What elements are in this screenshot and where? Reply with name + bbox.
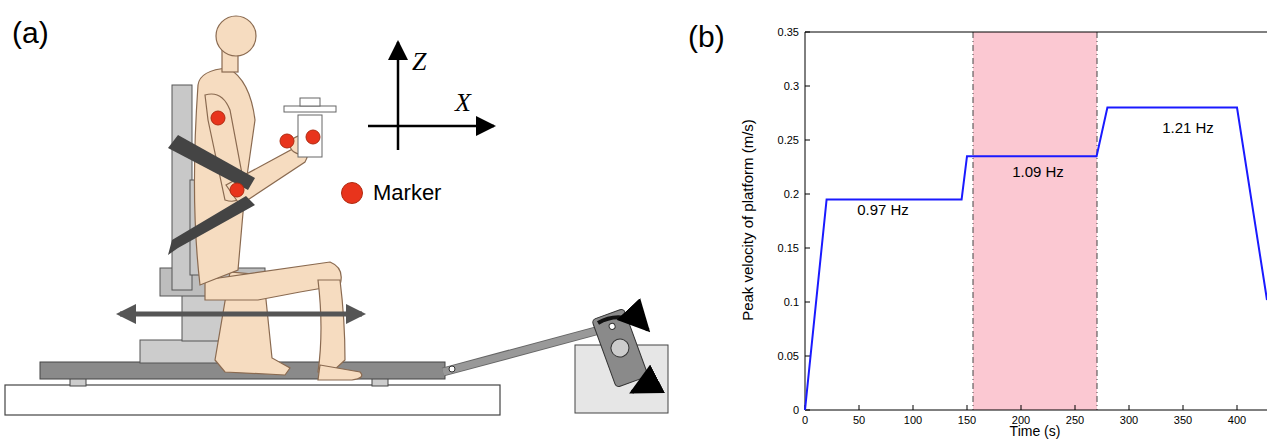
tick: [1075, 405, 1076, 410]
axis-title: Peak velocity of platform (m/s): [740, 119, 757, 321]
tick: [1237, 405, 1238, 410]
tick-label: 0.05: [778, 350, 799, 362]
marker-swatch: [341, 182, 363, 204]
tick: [805, 248, 810, 249]
tick-label: 400: [1228, 414, 1246, 426]
tick: [805, 356, 810, 357]
legend-text: Marker: [373, 180, 441, 206]
axis-name: X: [455, 89, 471, 118]
tick-label: 0.2: [784, 188, 799, 200]
tick: [1183, 405, 1184, 410]
tick-label: 150: [958, 414, 976, 426]
tick: [1021, 405, 1022, 410]
frequency-label: 1.21 Hz: [1162, 120, 1214, 137]
tick: [805, 32, 810, 33]
tick-label: 200: [1012, 414, 1030, 426]
tick-label: 0: [793, 404, 799, 416]
frequency-label: 1.09 Hz: [1012, 164, 1064, 181]
tick-label: 0.35: [778, 26, 799, 38]
tick-label: 0: [802, 414, 808, 426]
tick-label: 50: [853, 414, 865, 426]
tick: [1129, 405, 1130, 410]
tick: [967, 405, 968, 410]
tick: [805, 194, 810, 195]
tick: [805, 302, 810, 303]
axis-name: Z: [412, 48, 426, 77]
tick-label: 0.25: [778, 134, 799, 146]
tick-label: 0.3: [784, 80, 799, 92]
axis-title: Time (s): [1010, 424, 1061, 439]
frequency-label: 0.97 Hz: [857, 202, 909, 219]
tick-label: 0.1: [784, 296, 799, 308]
tick-label: 100: [904, 414, 922, 426]
tick-label: 0.15: [778, 242, 799, 254]
tick-label: 300: [1120, 414, 1138, 426]
tick: [859, 405, 860, 410]
panel-letter: (a): [12, 16, 49, 49]
panel-letter: (b): [688, 20, 725, 53]
legend-entry: Marker: [341, 180, 441, 206]
tick-label: 250: [1066, 414, 1084, 426]
tick: [913, 405, 914, 410]
tick: [805, 140, 810, 141]
tick-label: 350: [1174, 414, 1192, 426]
tick: [805, 86, 810, 87]
